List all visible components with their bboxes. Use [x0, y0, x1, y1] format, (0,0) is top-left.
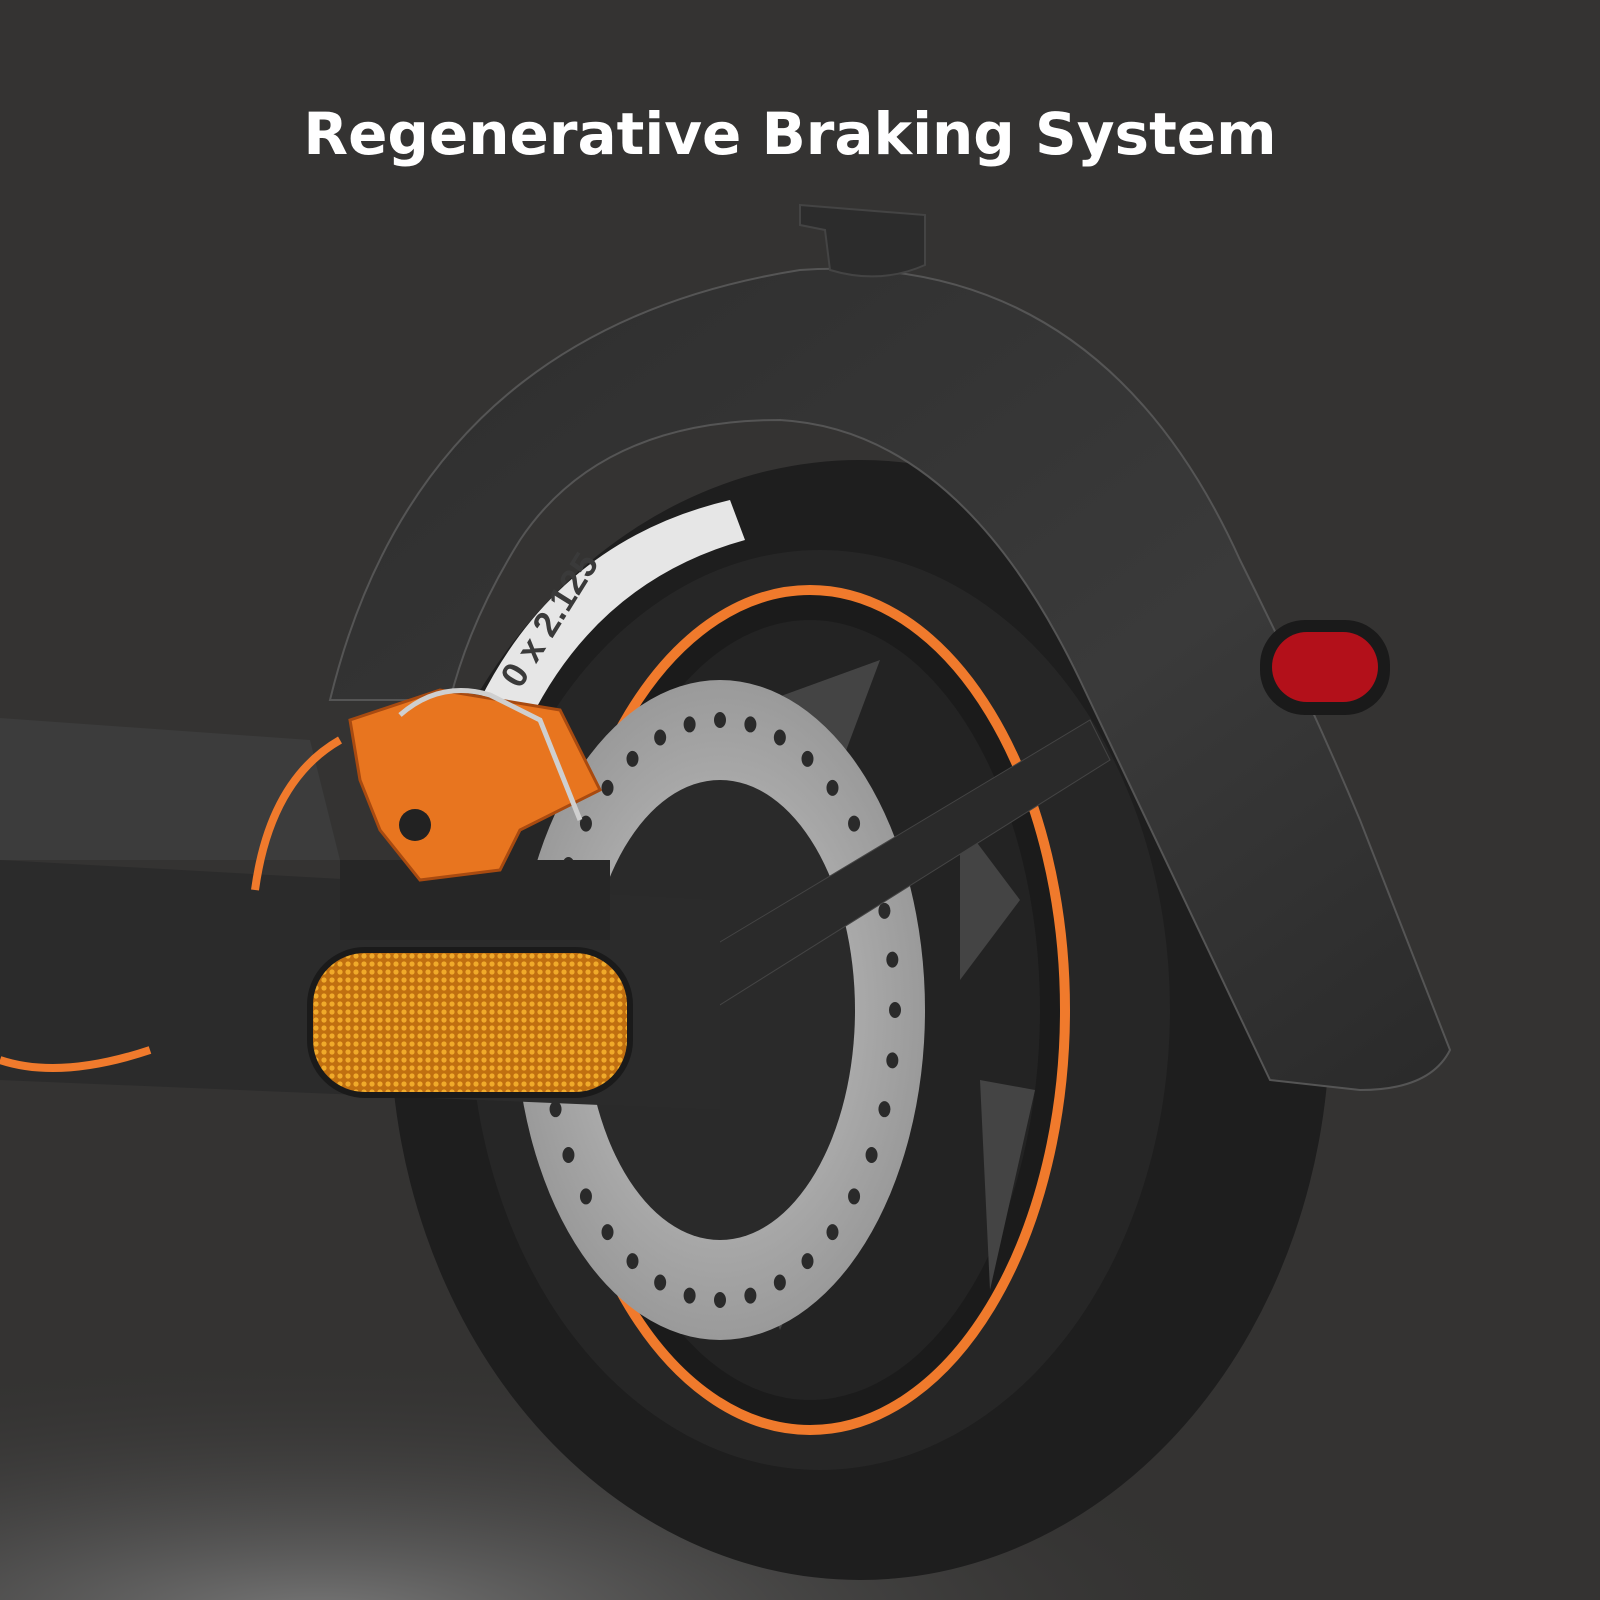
disc-hole	[744, 716, 757, 733]
brake-caliper	[340, 688, 610, 940]
side-reflector	[307, 947, 633, 1098]
disc-hole	[683, 716, 696, 733]
disc-hole	[714, 712, 726, 728]
disc-hole	[886, 1052, 899, 1069]
disc-hole	[848, 815, 861, 832]
disc-hole	[601, 1224, 614, 1241]
disc-hole	[773, 1274, 786, 1291]
disc-hole	[744, 1287, 757, 1304]
disc-hole	[654, 1274, 667, 1291]
disc-hole	[626, 1253, 639, 1270]
disc-hole	[886, 951, 899, 968]
disc-hole	[683, 1287, 696, 1304]
disc-hole	[714, 1292, 726, 1308]
disc-hole	[773, 729, 786, 746]
disc-hole	[801, 1253, 814, 1270]
tail-light	[1260, 620, 1390, 715]
disc-hole	[826, 779, 839, 796]
disc-hole	[549, 1101, 562, 1118]
disc-hole	[878, 902, 891, 919]
disc-hole	[579, 1188, 592, 1205]
disc-hole	[826, 1224, 839, 1241]
disc-hole	[601, 779, 614, 796]
disc-hole	[889, 1002, 901, 1018]
disc-hole	[865, 1147, 878, 1163]
disc-hole	[654, 729, 667, 746]
fender-hook	[799, 203, 926, 278]
disc-hole	[801, 750, 814, 767]
disc-hole	[848, 1188, 861, 1205]
disc-hole	[626, 750, 639, 767]
disc-hole	[562, 1147, 575, 1163]
disc-hole	[579, 815, 592, 832]
disc-hole	[878, 1101, 891, 1118]
page-title: Regenerative Braking System	[303, 100, 1277, 168]
rear-fender	[328, 267, 1452, 1092]
brake-cable	[0, 1046, 152, 1072]
